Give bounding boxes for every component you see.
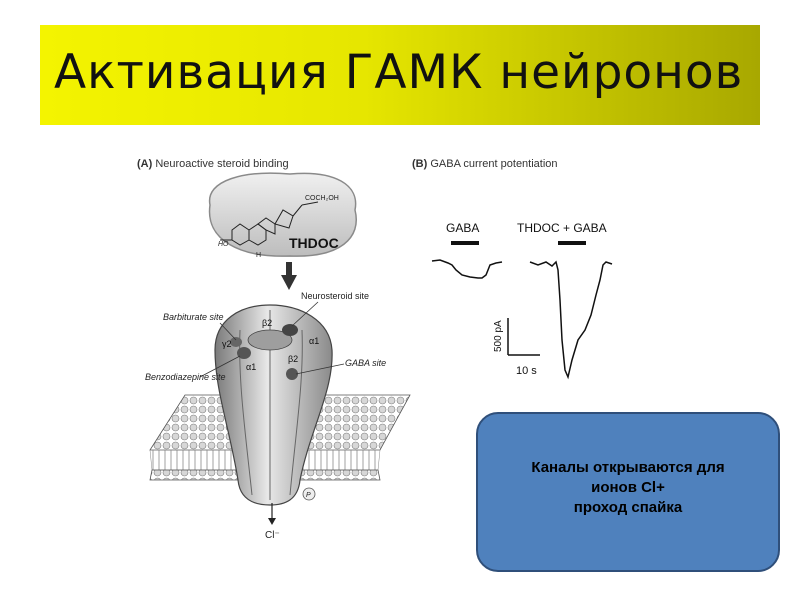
gaba-current-trace [431,259,503,279]
label-beta2-top: β2 [262,318,272,328]
benzodiazepine-site-label: Benzodiazepine site [145,372,226,382]
chloride-flow-arrow [268,503,276,525]
chem-group-label: COCH₂OH [305,195,339,202]
thdoc-molecule: COCH₂OH HO H THDOC [208,172,357,259]
thdoc-application-bar [558,241,586,245]
page-title: Активация ГАМК нейронов [54,45,744,100]
benzodiazepine-site-text: Benzodiazepine site [145,372,226,382]
info-callout: Каналы открываются для ионов Cl+ проход … [476,412,780,572]
molecule-name: THDOC [289,235,339,251]
chloride-label: Cl⁻ [265,530,280,541]
barbiturate-site-label: Barbiturate site [163,312,224,322]
title-bar: Активация ГАМК нейронов [40,25,760,125]
ho-label: HO [218,241,229,248]
benzodiazepine-leader [199,355,241,378]
panel-a-letter: (A) [137,158,153,170]
gaba-receptor: P [214,304,333,506]
label-alpha1-left: α1 [246,362,256,372]
panel-a-title: Neuroactive steroid binding [155,158,289,170]
trace-gaba-label: GABA [446,221,479,235]
info-line-2: ионов Cl+ [591,479,665,496]
panel-a-caption: (A) Neuroactive steroid binding [137,158,289,170]
label-beta2-right: β2 [288,354,298,364]
neurosteroid-leader [291,301,319,327]
phospho-label: P [306,492,311,499]
trace-thdoc-gaba-label: THDOC + GABA [517,221,607,235]
x-scale-label: 10 s [516,365,537,377]
gaba-site-leader [295,363,345,375]
y-scale-label: 500 pA [493,320,504,352]
panel-b-letter: (B) [412,158,428,170]
info-line-1: Каналы открываются для [531,459,725,476]
thdoc-gaba-current-trace [529,260,613,380]
info-line-3: проход спайка [573,499,683,516]
binding-arrow [281,262,297,290]
panel-b-title: GABA current potentiation [430,158,558,170]
h-label: H [256,252,261,259]
panel-b-caption: (B) GABA current potentiation [412,158,558,170]
label-gamma2: γ2 [222,339,232,349]
label-alpha1-right: α1 [309,336,319,346]
barbiturate-leader [219,322,237,341]
gaba-site-label: GABA site [345,358,386,368]
neurosteroid-site-label: Neurosteroid site [301,291,369,301]
gaba-application-bar [451,241,479,245]
